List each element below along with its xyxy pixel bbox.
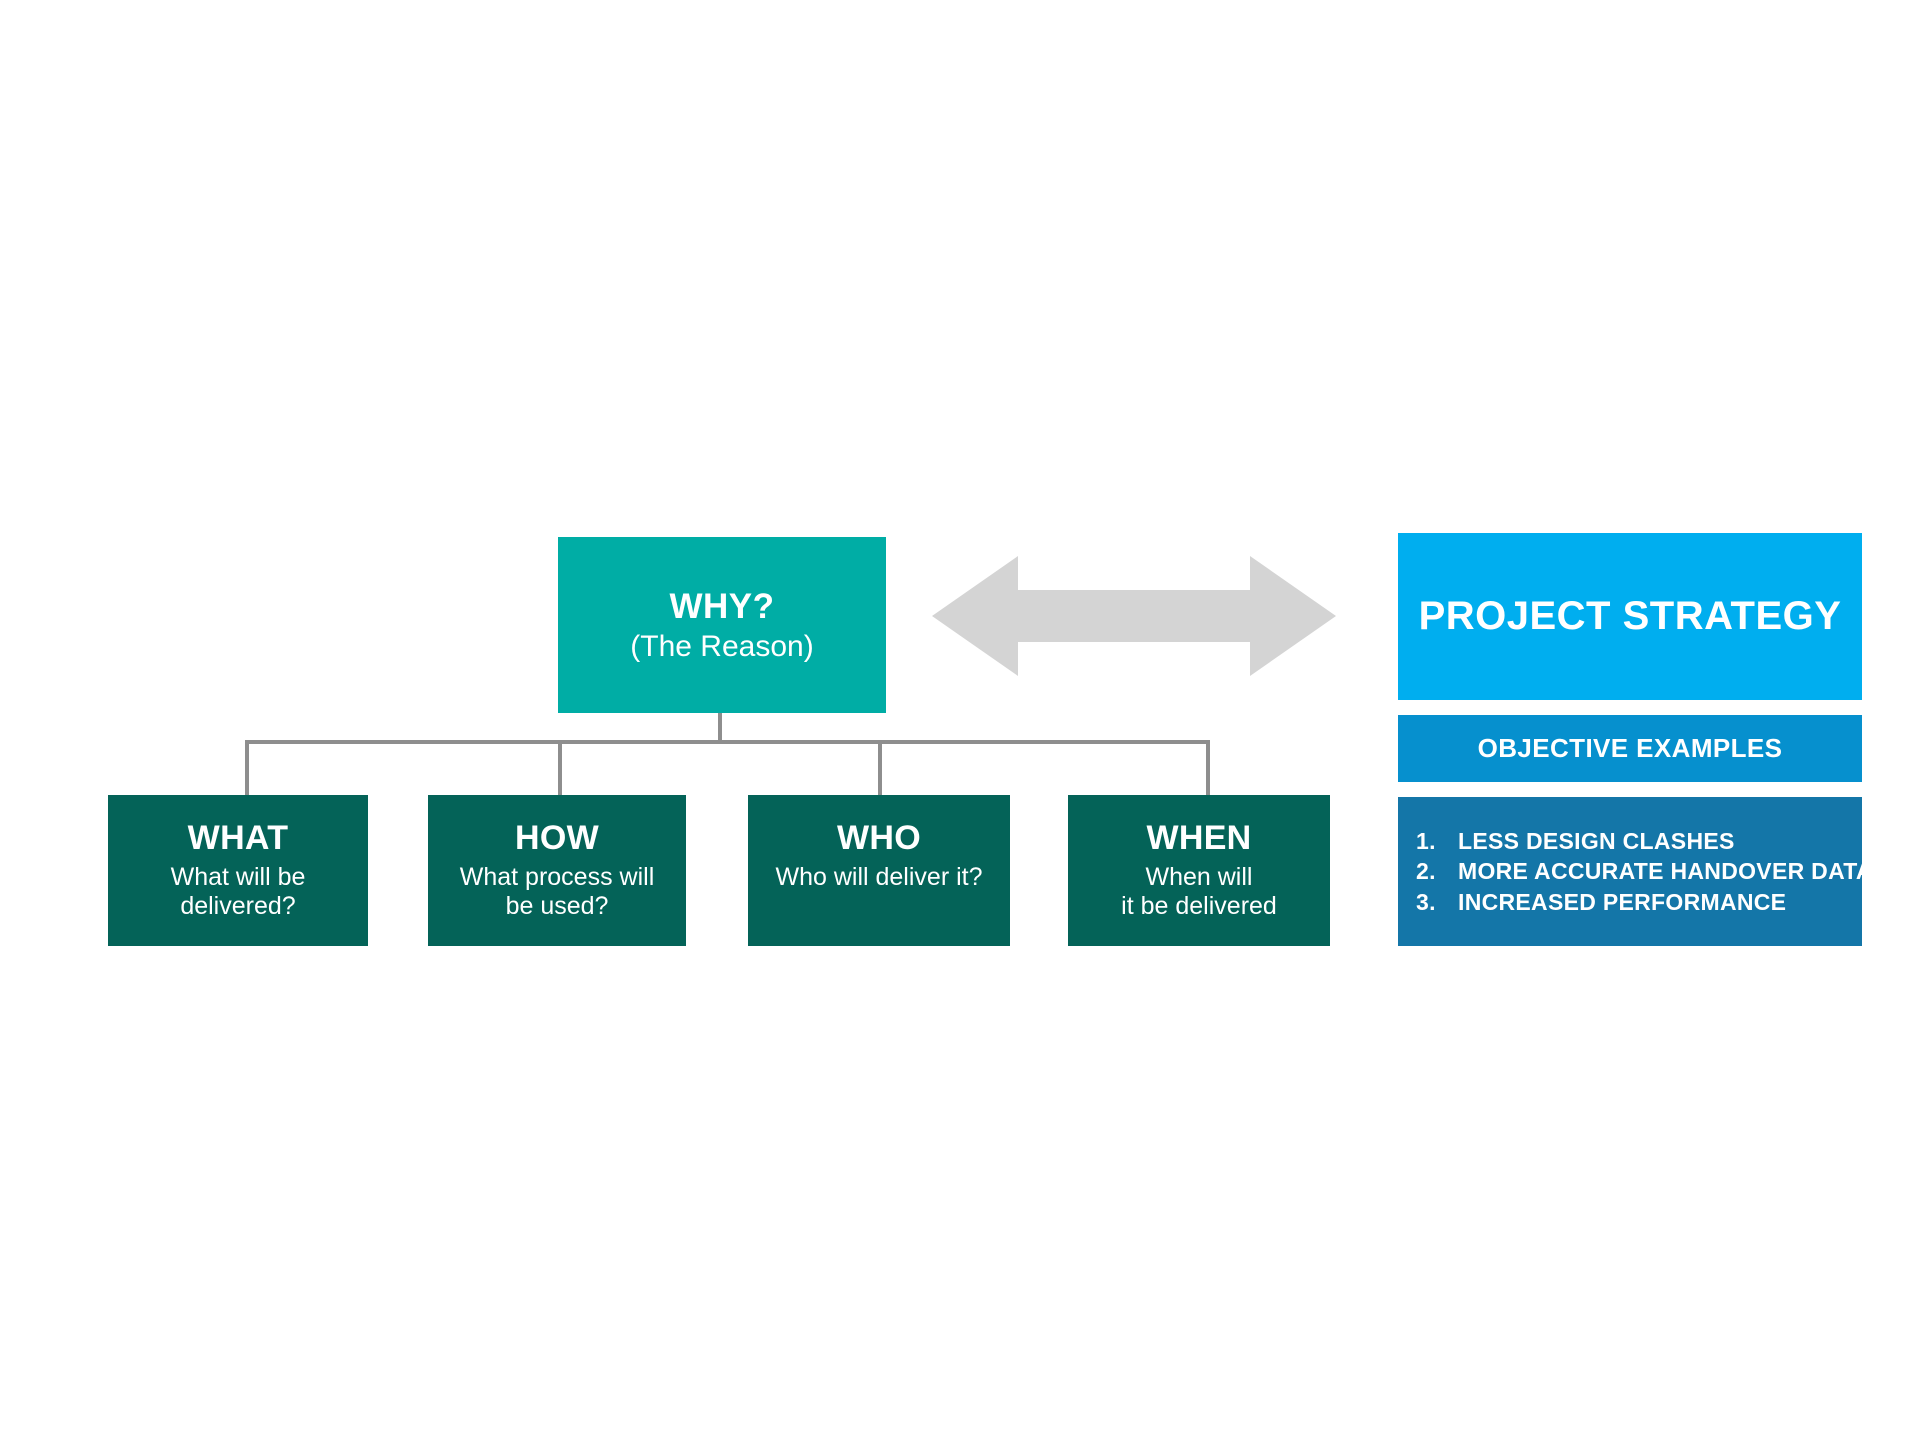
what-box: WHAT What will be delivered? — [108, 795, 368, 946]
objective-text: LESS DESIGN CLASHES — [1458, 827, 1735, 854]
who-box: WHO Who will deliver it? — [748, 795, 1010, 946]
why-box-subtitle: (The Reason) — [630, 629, 814, 663]
connector-bus-to-when — [1206, 742, 1210, 797]
objective-text: MORE ACCURATE HANDOVER DATA — [1458, 858, 1873, 885]
objectives-list: 1. LESS DESIGN CLASHES 2. MORE ACCURATE … — [1416, 826, 1873, 918]
objective-number: 1. — [1416, 827, 1436, 854]
objective-item: 1. LESS DESIGN CLASHES — [1416, 826, 1873, 857]
objective-number: 3. — [1416, 888, 1436, 915]
objective-text: INCREASED PERFORMANCE — [1458, 888, 1787, 915]
when-box-title: WHEN — [1146, 819, 1252, 857]
objective-number: 2. — [1416, 858, 1436, 885]
connector-bus-to-who — [878, 742, 882, 797]
what-box-title: WHAT — [187, 819, 289, 857]
who-box-title: WHO — [837, 819, 921, 857]
objective-examples-title: OBJECTIVE EXAMPLES — [1477, 732, 1783, 763]
connector-horizontal-bus — [245, 740, 1210, 744]
objective-examples-header: OBJECTIVE EXAMPLES — [1398, 715, 1862, 782]
why-box-title: WHY? — [669, 586, 775, 626]
objective-item: 3. INCREASED PERFORMANCE — [1416, 887, 1873, 918]
who-box-subtitle: Who will deliver it? — [775, 863, 983, 892]
double-headed-arrow-icon — [932, 556, 1336, 676]
what-box-subtitle: What will be delivered? — [170, 863, 306, 920]
connector-bus-to-what — [245, 742, 249, 797]
project-strategy-title: PROJECT STRATEGY — [1418, 594, 1842, 639]
project-strategy-box: PROJECT STRATEGY — [1398, 533, 1862, 700]
objective-item: 2. MORE ACCURATE HANDOVER DATA — [1416, 856, 1873, 887]
connector-why-to-bus — [718, 713, 722, 743]
connector-bus-to-how — [558, 742, 562, 797]
objectives-box: 1. LESS DESIGN CLASHES 2. MORE ACCURATE … — [1398, 797, 1873, 946]
why-box: WHY? (The Reason) — [558, 537, 886, 713]
how-box-title: HOW — [515, 819, 599, 857]
